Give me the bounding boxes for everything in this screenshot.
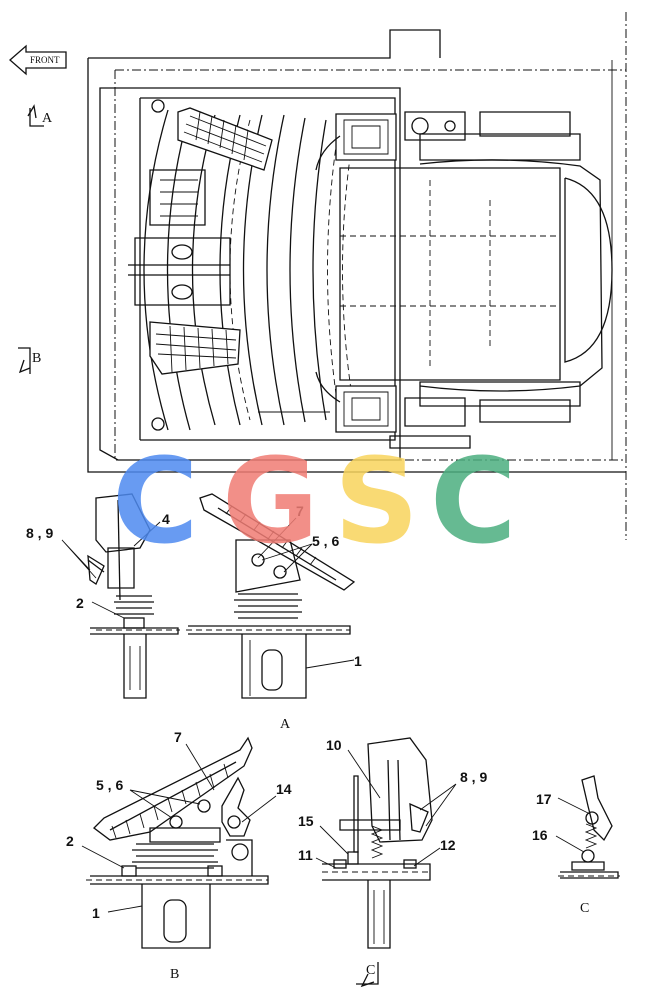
watermark-letter-1: C <box>112 432 199 570</box>
callout-1-b: 1 <box>92 905 100 921</box>
front-label: FRONT <box>30 55 60 65</box>
callout-17: 17 <box>536 791 552 807</box>
callout-15: 15 <box>298 813 314 829</box>
view-a: 8 , 9 4 2 7 5 , 6 1 A <box>26 493 362 732</box>
callout-16: 16 <box>532 827 548 843</box>
operator-seat-plan <box>339 133 613 407</box>
view-c-assembly: 10 8 , 9 15 11 12 C <box>298 737 487 988</box>
section-marker-c-icon <box>356 962 379 988</box>
callout-4: 4 <box>162 511 170 527</box>
pedal-right-plan <box>149 321 241 375</box>
control-lever-upper-plan <box>315 113 397 171</box>
callout-1-a: 1 <box>354 653 362 669</box>
watermark-letter-3: S <box>334 432 419 570</box>
section-marker-a: A <box>42 111 53 126</box>
callout-8-9-a: 8 , 9 <box>26 525 53 541</box>
view-label-a: A <box>280 717 291 732</box>
section-marker-b: B <box>32 351 41 366</box>
callout-14: 14 <box>276 781 292 797</box>
callout-2-b: 2 <box>66 833 74 849</box>
callout-5-6-b: 5 , 6 <box>96 777 123 793</box>
callout-8-9-c: 8 , 9 <box>460 769 487 785</box>
callout-12: 12 <box>440 837 456 853</box>
pedal-center-plan <box>128 169 231 306</box>
section-marker-c: C <box>366 963 375 978</box>
pedal-left-plan <box>177 107 273 171</box>
watermark-letter-2: G <box>222 432 319 570</box>
callout-11: 11 <box>298 847 313 863</box>
callout-7-b: 7 <box>174 729 182 745</box>
view-label-c: C <box>580 901 589 916</box>
view-c-detail: 17 16 C <box>532 775 620 916</box>
view-b: 7 5 , 6 14 2 1 B <box>66 729 292 982</box>
view-label-b: B <box>170 967 179 982</box>
callout-10: 10 <box>326 737 342 753</box>
section-marker-a-icon <box>27 104 44 127</box>
front-arrow-icon <box>9 44 67 76</box>
callout-5-6-a: 5 , 6 <box>312 533 339 549</box>
callout-7-a: 7 <box>296 503 304 519</box>
watermark-letter-4: C <box>430 432 517 570</box>
callout-2-a: 2 <box>76 595 84 611</box>
watermark-logo: C G S C <box>112 432 517 570</box>
cab-plan-view: FRONT A B <box>9 12 627 540</box>
section-marker-b-icon <box>18 347 31 374</box>
control-lever-lower-plan <box>315 371 397 433</box>
